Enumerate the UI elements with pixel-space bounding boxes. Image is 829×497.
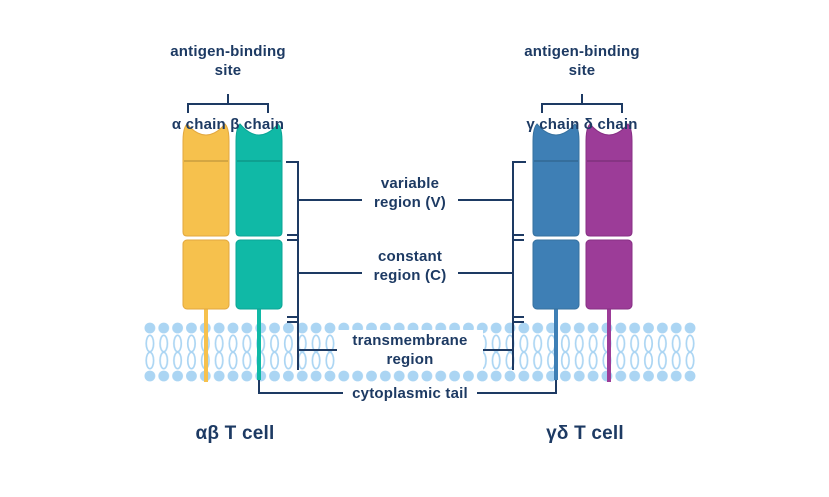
cell-label-alphabeta: αβ T cell [195,423,275,444]
region-bracket-right [512,161,526,370]
beta-chain-constant-region [235,239,283,310]
gamma-chain-variable-region [532,123,580,237]
beta-chain-variable-region [235,123,283,237]
beta-chain-tail [257,309,261,380]
transmembrane-region-label: transmembrane region [337,330,483,370]
delta-chain-tail [607,309,611,382]
cytoplasmic-tail-label: cytoplasmic tail [352,385,468,402]
delta-chain-constant-region [585,239,633,310]
antigen-binding-bracket-left [187,94,269,113]
alpha-chain-variable-region [182,123,230,237]
antigen-binding-bracket-right [541,94,623,113]
chain-labels-right: γ chain δ chain [526,116,638,133]
antigen-binding-site-label-left: antigen-binding site [170,43,286,79]
constant-region-label: constant region (C) [373,248,447,284]
cell-label-gammadelta: γδ T cell [546,423,624,444]
cytoplasmic-tail-connector-left [258,380,343,394]
alpha-chain-tail [204,309,208,382]
cytoplasmic-tail-connector-right [477,380,557,394]
variable-region-label: variable region (V) [374,175,446,211]
antigen-binding-site-label-right: antigen-binding site [524,43,640,79]
gamma-chain-tail [554,309,558,380]
gamma-chain-constant-region [532,239,580,310]
region-bracket-left [286,161,299,370]
alpha-chain-constant-region [182,239,230,310]
delta-chain-variable-region [585,123,633,237]
chain-labels-left: α chain β chain [171,116,285,133]
